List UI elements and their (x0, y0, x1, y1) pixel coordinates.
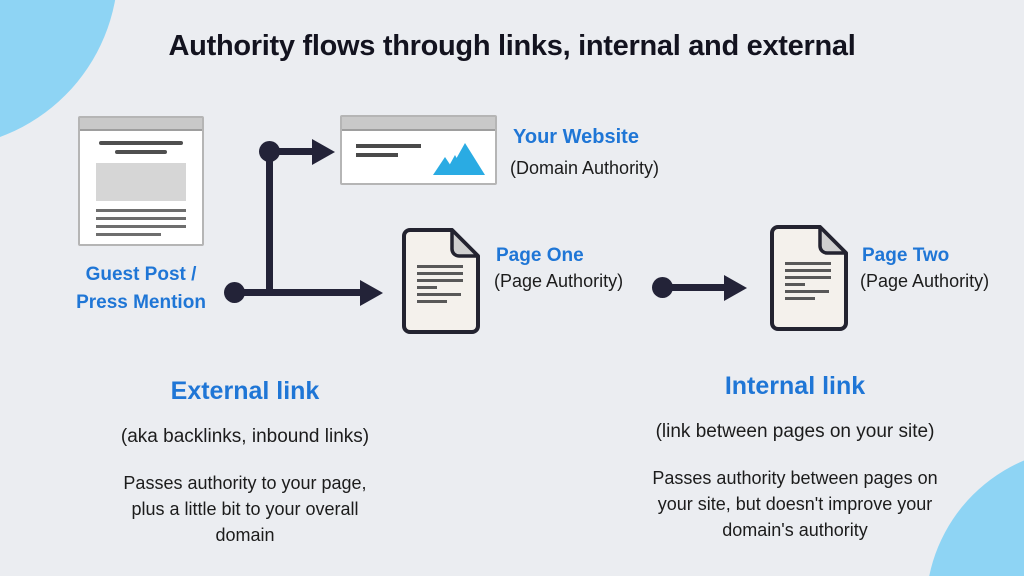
window-titlebar (80, 118, 202, 131)
guest-post-label: Guest Post / Press Mention (76, 264, 206, 313)
external-link-description: Passes authority to your page, plus a li… (123, 473, 367, 545)
text-placeholder-lines (96, 209, 186, 236)
browser-window-icon (340, 115, 497, 185)
arrowhead-icon (724, 275, 747, 301)
text-placeholder (356, 153, 398, 157)
page-two-document-icon (770, 225, 848, 331)
page-two-sublabel: (Page Authority) (860, 271, 990, 291)
headline-placeholder (99, 141, 183, 145)
internal-link-heading: Internal link (724, 372, 866, 400)
external-link-subheading: (aka backlinks, inbound links) (120, 426, 370, 447)
mountain-image-icon (433, 143, 485, 175)
page-title: Authority flows through links, internal … (168, 30, 856, 62)
text-placeholder (356, 144, 421, 148)
external-link-section: External link (aka backlinks, inbound li… (85, 377, 405, 548)
internal-arrow-to-page-two (660, 284, 726, 291)
window-titlebar (342, 117, 495, 131)
internal-link-subheading: (link between pages on your site) (655, 421, 935, 442)
connector-vertical-line (266, 150, 273, 296)
page-one-sublabel: (Page Authority) (494, 271, 624, 291)
image-placeholder (96, 163, 186, 201)
internal-link-description: Passes authority between pages on your s… (652, 468, 938, 540)
page-one-document-icon (402, 228, 480, 334)
page-two-label: Page Two (862, 245, 950, 266)
your-website-label: Your Website (513, 126, 639, 148)
arrowhead-icon (312, 139, 335, 165)
subheadline-placeholder (115, 150, 167, 154)
page-one-label: Page One (496, 245, 584, 266)
external-arrow-to-page-one (232, 289, 362, 296)
external-arrow-to-website (268, 148, 314, 155)
internal-link-section: Internal link (link between pages on you… (625, 372, 965, 543)
arrowhead-icon (360, 280, 383, 306)
article-window-icon (78, 116, 204, 246)
your-website-sublabel: (Domain Authority) (510, 158, 660, 178)
external-link-heading: External link (170, 377, 320, 405)
